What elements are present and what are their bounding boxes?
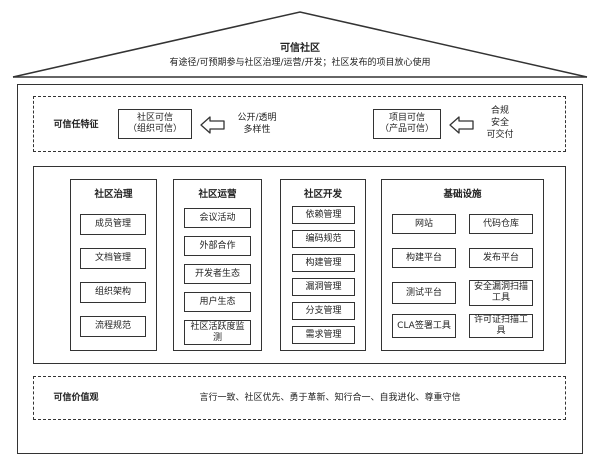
community-trust-line1: 社区可信 xyxy=(136,113,173,123)
community-trust-line2: （组织可信） xyxy=(127,124,182,134)
governance-title: 社区治理 xyxy=(94,189,133,200)
operations-item: 开发者生态 xyxy=(184,264,251,284)
roof-triangle xyxy=(12,11,588,78)
trait-deliverable: 可交付 xyxy=(486,130,514,140)
governance-item: 流程规范 xyxy=(80,316,146,337)
development-item: 编码规范 xyxy=(292,230,355,248)
governance-column xyxy=(70,179,157,351)
house-frame xyxy=(17,84,583,454)
infrastructure-item: 构建平台 xyxy=(392,248,456,268)
infrastructure-column xyxy=(381,179,544,351)
governance-item: 成员管理 xyxy=(80,214,146,235)
project-trust-box: 项目可信 （产品可信） xyxy=(373,109,441,139)
operations-title: 社区运营 xyxy=(198,189,237,200)
governance-item: 组织架构 xyxy=(80,282,146,303)
left-arrow-icon xyxy=(200,116,225,134)
infrastructure-title: 基础设施 xyxy=(443,189,482,200)
operations-item: 用户生态 xyxy=(184,292,251,312)
values-text: 言行一致、社区优先、勇于革新、知行合一、自我进化、尊重守信 xyxy=(199,393,461,403)
values-label: 可信价值观 xyxy=(53,393,99,403)
infrastructure-item: 安全漏洞扫描工具 xyxy=(469,280,533,306)
operations-item: 社区活跃度监测 xyxy=(184,320,251,345)
development-title: 社区开发 xyxy=(303,189,342,200)
right-left-arrow-icon xyxy=(449,116,474,134)
trait-open-transparent: 公开/透明 xyxy=(237,113,277,123)
operations-column xyxy=(173,179,262,351)
infrastructure-item: 许可证扫描工具 xyxy=(469,314,533,338)
trait-security: 安全 xyxy=(490,118,509,128)
operations-item: 外部合作 xyxy=(184,236,251,256)
development-item: 构建管理 xyxy=(292,254,355,272)
infrastructure-item: 代码仓库 xyxy=(469,214,533,234)
project-trust-line1: 项目可信 xyxy=(388,113,425,123)
roof-title: 可信社区 xyxy=(280,43,320,54)
trust-label: 可信任特征 xyxy=(53,120,99,130)
operations-item: 会议活动 xyxy=(184,208,251,228)
infrastructure-item: 网站 xyxy=(392,214,456,234)
development-item: 漏洞管理 xyxy=(292,278,355,296)
development-item: 需求管理 xyxy=(292,326,355,344)
community-trust-box: 社区可信 （组织可信） xyxy=(118,109,192,139)
community-trust-traits: 公开/透明 多样性 xyxy=(230,112,284,136)
infrastructure-item: CLA签署工具 xyxy=(392,314,456,338)
trust-band xyxy=(33,96,566,152)
infrastructure-item: 发布平台 xyxy=(469,248,533,268)
values-band xyxy=(33,376,566,420)
trait-diversity: 多样性 xyxy=(243,125,271,135)
development-item: 依赖管理 xyxy=(292,206,355,224)
project-trust-traits: 合规 安全 可交付 xyxy=(480,105,520,141)
development-item: 分支管理 xyxy=(292,302,355,320)
roof-subtitle: 有途径/可预期参与社区治理/运营/开发；社区发布的项目放心使用 xyxy=(169,58,431,68)
pillars-container xyxy=(33,166,566,364)
development-column xyxy=(280,179,366,351)
trait-compliance: 合规 xyxy=(490,106,509,116)
project-trust-line2: （产品可信） xyxy=(379,124,434,134)
infrastructure-item: 测试平台 xyxy=(392,282,456,304)
governance-item: 文档管理 xyxy=(80,248,146,269)
